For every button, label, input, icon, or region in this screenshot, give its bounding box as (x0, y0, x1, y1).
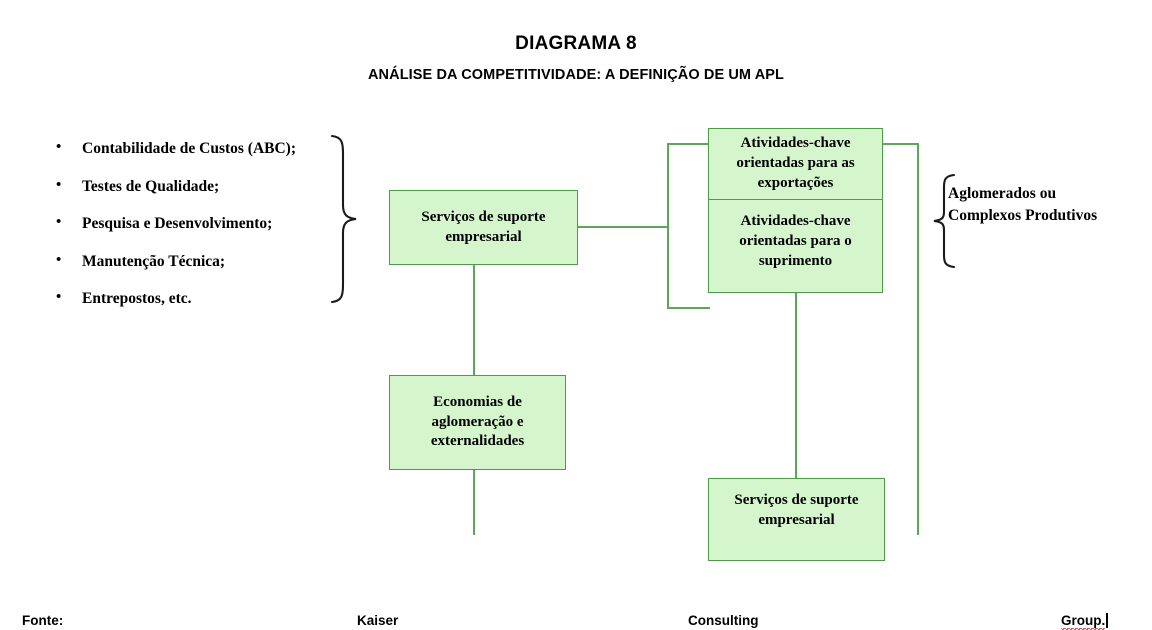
node-label: Atividades-chave orientadas para as expo… (736, 135, 855, 191)
connector-supply-to-support (795, 292, 797, 478)
node-support-services-left[interactable]: Serviços de suporte empresarial (389, 190, 578, 265)
list-item: Contabilidade de Custos (ABC); (48, 139, 348, 157)
connector-right-outer-down (917, 143, 919, 535)
connector-exports-to-right (883, 143, 918, 145)
node-support-services-bottom[interactable]: Serviços de suporte empresarial (708, 478, 885, 561)
connector-economies-down (473, 470, 475, 535)
footer-word-kaiser: Kaiser (357, 613, 399, 628)
connector-left-to-bus (578, 226, 668, 228)
node-key-activities-supply[interactable]: Atividades-chave orientadas para o supri… (708, 199, 883, 293)
node-label: Atividades-chave orientadas para o supri… (739, 213, 852, 269)
connector-left-to-economies (473, 264, 475, 375)
footer-word-group: Group. (1061, 613, 1108, 630)
support-activities-list: Contabilidade de Custos (ABC); Testes de… (48, 139, 348, 328)
text-cursor (1106, 613, 1108, 628)
node-label: Economias de aglomeração e externalidade… (430, 393, 525, 450)
list-item: Entrepostos, etc. (48, 289, 348, 307)
spellcheck-misspelled-word: Group. (1061, 613, 1106, 630)
node-key-activities-exports[interactable]: Atividades-chave orientadas para as expo… (708, 128, 883, 200)
cluster-group-label: Aglomerados ou Complexos Produtivos (948, 185, 1098, 225)
footer-word-consulting: Consulting (688, 613, 759, 628)
list-item: Testes de Qualidade; (48, 177, 348, 195)
connector-bus-to-supply (667, 307, 710, 309)
node-agglomeration-economies[interactable]: Economias de aglomeração e externalidade… (389, 375, 566, 470)
diagram-title: DIAGRAMA 8 (515, 33, 637, 54)
connector-bus-vertical (667, 143, 669, 308)
node-label: Serviços de suporte empresarial (734, 492, 859, 528)
footer-source-label: Fonte: (22, 613, 64, 628)
connector-bus-to-exports (667, 143, 710, 145)
node-label: Serviços de suporte empresarial (421, 208, 546, 245)
list-item: Manutenção Técnica; (48, 252, 348, 270)
list-item: Pesquisa e Desenvolvimento; (48, 214, 348, 232)
diagram-subtitle: ANÁLISE DA COMPETITIVIDADE: A DEFINIÇÃO … (367, 67, 784, 83)
